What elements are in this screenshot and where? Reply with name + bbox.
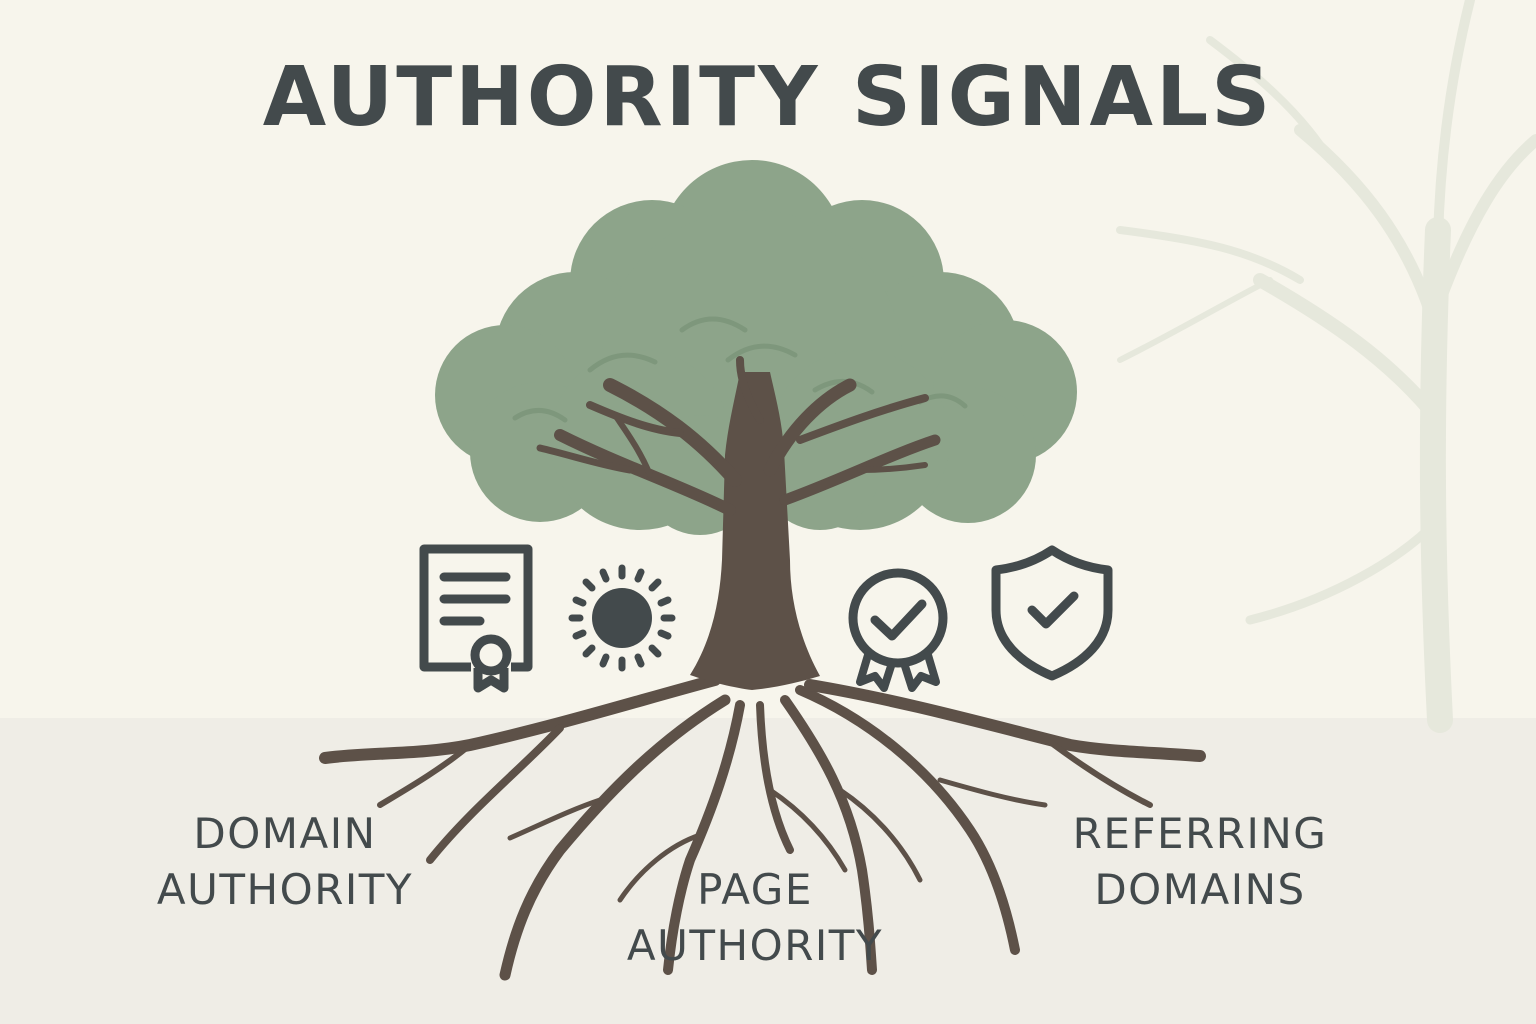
label-domain-authority: DOMAIN AUTHORITY bbox=[130, 806, 440, 918]
label-domain-authority-line1: DOMAIN bbox=[193, 809, 377, 858]
tree-branches bbox=[536, 356, 941, 516]
shield-check-icon bbox=[991, 545, 1113, 681]
award-badge-icon bbox=[848, 568, 948, 692]
tree-trunk bbox=[690, 372, 820, 690]
certificate-icon bbox=[419, 544, 533, 693]
label-referring-domains-line2: DOMAINS bbox=[1094, 865, 1306, 914]
sun-icon bbox=[568, 564, 676, 672]
label-domain-authority-line2: AUTHORITY bbox=[156, 865, 414, 914]
label-referring-domains-line1: REFERRING bbox=[1072, 809, 1328, 858]
label-page-authority: PAGE AUTHORITY bbox=[600, 862, 910, 974]
tree-roots bbox=[319, 674, 1206, 981]
label-page-authority-line2: AUTHORITY bbox=[626, 921, 884, 970]
label-page-authority-line1: PAGE bbox=[697, 865, 813, 914]
background-tree bbox=[1116, 0, 1536, 733]
label-referring-domains: REFERRING DOMAINS bbox=[1040, 806, 1360, 918]
page-title: AUTHORITY SIGNALS bbox=[262, 50, 1274, 145]
